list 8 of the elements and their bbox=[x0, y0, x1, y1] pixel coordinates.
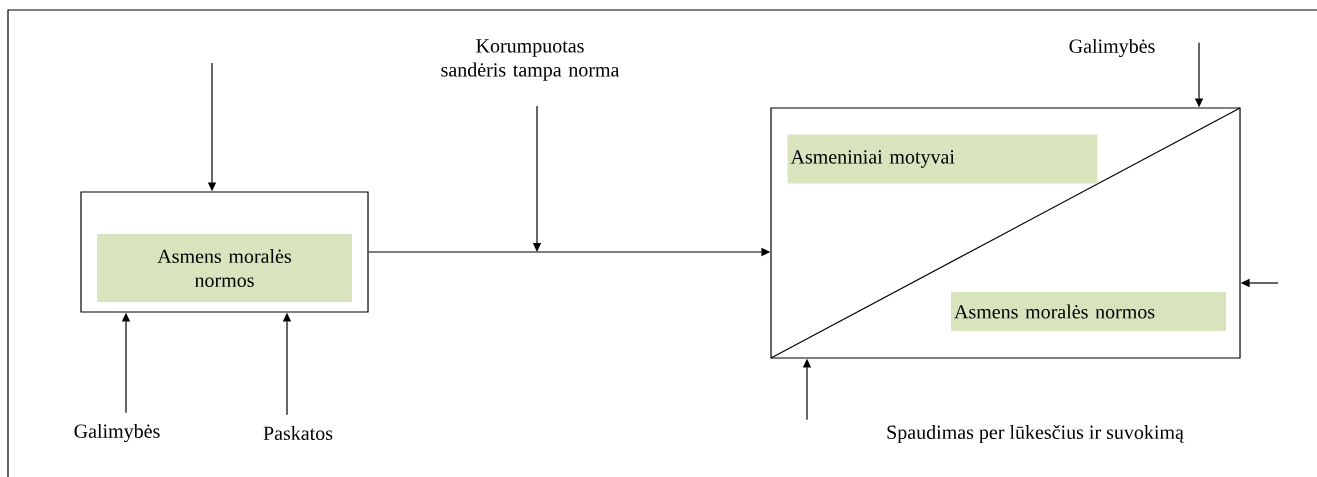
text-label: Paskatos bbox=[263, 425, 333, 441]
label-box: Asmens moralės normos bbox=[97, 234, 352, 302]
text-label: Galimybės bbox=[1069, 38, 1155, 58]
text-label: Spaudimas per lūkesčius ir suvokimą bbox=[887, 424, 1185, 444]
label-box: Asmeniniai motyvai bbox=[787, 134, 1098, 184]
text-label: Korumpuotas sandėris tampa norma bbox=[441, 39, 620, 81]
label-box: Asmens moralės normos bbox=[951, 292, 1226, 331]
text-label: Galimybės bbox=[74, 423, 160, 443]
